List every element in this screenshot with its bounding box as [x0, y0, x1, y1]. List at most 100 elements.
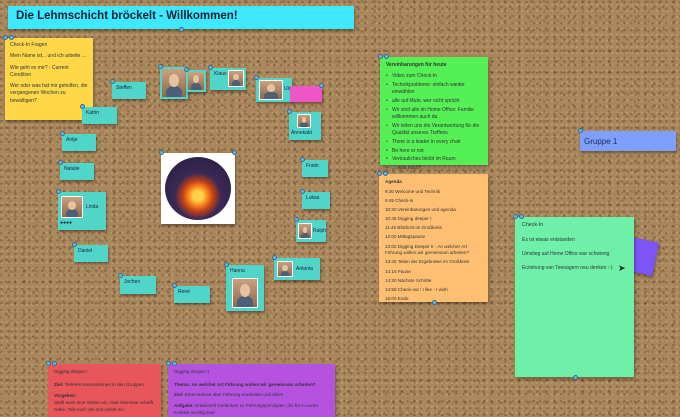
name-label: Antje	[66, 137, 78, 143]
name-label: Natalie	[64, 166, 80, 172]
emoji-reactions: ●●●●	[60, 220, 73, 226]
name-card-antonia[interactable]: Antonia	[272, 255, 320, 280]
vereinbarungen-note[interactable]: Vereinbarungen für heute Video zum Check…	[378, 54, 488, 173]
pin-icon[interactable]	[46, 361, 51, 366]
pin-icon[interactable]	[80, 104, 85, 109]
pin-icon[interactable]	[118, 273, 123, 278]
pin-icon[interactable]	[431, 300, 437, 305]
note-line: Mein Name ist... und ich arbeite ...	[10, 53, 86, 60]
pin-icon[interactable]	[232, 150, 237, 155]
name-label: Klaus	[214, 71, 227, 77]
pin-icon[interactable]	[572, 375, 578, 380]
agenda-item: 15:00 Ende	[385, 296, 409, 302]
pin-icon[interactable]	[179, 27, 184, 32]
pin-icon[interactable]	[300, 189, 305, 194]
pin-icon[interactable]	[159, 150, 164, 155]
name-card-jochen[interactable]: Jochen	[118, 273, 156, 294]
pin-icon[interactable]	[158, 64, 163, 69]
name-card-steffen[interactable]: Steffen	[110, 79, 146, 99]
avatar	[232, 278, 258, 308]
agenda-note[interactable]: Agenda 9:30 Welcome und Technik 9:45 Che…	[377, 171, 488, 305]
pin-icon[interactable]	[208, 65, 213, 70]
pin-icon[interactable]	[319, 83, 324, 88]
note-title: Agenda	[385, 179, 402, 184]
pin-icon[interactable]	[224, 262, 229, 267]
pin-icon[interactable]	[110, 79, 115, 84]
name-card-linda[interactable]: Linda ●●●●	[56, 189, 106, 230]
agenda-item: 12:00 Mittagspause	[385, 234, 426, 240]
avatar	[259, 80, 283, 100]
pin-icon[interactable]	[166, 361, 171, 366]
board-title-text: Die Lehmschicht bröckelt - Willkommen!	[16, 10, 238, 22]
pin-icon[interactable]	[184, 67, 189, 72]
note-line: Erziehung von Teenagern neu denken :-)	[522, 265, 613, 272]
pin-icon[interactable]	[272, 255, 277, 260]
name-label: Katrin	[86, 110, 100, 116]
list-item: There is a leader in every chair	[386, 139, 482, 147]
pin-icon[interactable]	[384, 54, 389, 59]
list-item: alle auf Mute, wer nicht spricht	[386, 98, 482, 106]
name-card-annekatrin[interactable]: Annekatri	[287, 109, 321, 140]
campfire-image-card[interactable]	[159, 150, 237, 224]
photo-card[interactable]	[184, 67, 206, 92]
note-line: Umstieg auf Home Office war schwierig	[522, 250, 610, 257]
pin-icon[interactable]	[513, 214, 518, 219]
name-card-klaus[interactable]: Klaus	[208, 65, 246, 90]
name-card-ulrike[interactable]: Ulrike	[254, 75, 297, 102]
name-card-katrin[interactable]: Katrin	[80, 104, 117, 124]
agenda-item: 11:45 Blitzlicht im Großkreis	[385, 225, 442, 231]
pin-icon[interactable]	[578, 128, 583, 133]
name-card-natalie[interactable]: Natalie	[58, 160, 94, 180]
pin-icon[interactable]	[52, 361, 57, 366]
gruppe-text: Gruppe 1	[584, 137, 618, 146]
pink-card[interactable]	[290, 83, 324, 102]
photo-card[interactable]	[158, 64, 188, 99]
checkin-questions-note[interactable]: Check-In Fragen Mein Name ist... und ich…	[3, 35, 93, 120]
name-card-lukas[interactable]: Lukas	[300, 189, 330, 209]
name-card-daniel[interactable]: Daniel	[72, 242, 108, 262]
agreements-list: Video zum Check-In Technikprobleme: einf…	[386, 73, 482, 172]
pin-icon[interactable]	[72, 242, 77, 247]
gruppe-label[interactable]: Gruppe 1	[578, 128, 676, 151]
name-label: Lukas	[306, 195, 320, 201]
name-card-frank[interactable]: Frank	[300, 157, 328, 177]
name-card-ralph[interactable]: Ralph	[294, 217, 326, 242]
pin-icon[interactable]	[172, 283, 177, 288]
avatar	[277, 261, 293, 277]
digging-deeper-1-note[interactable]: Digging deeper I Ziel: Tieferes Kennenle…	[46, 361, 161, 417]
pin-icon[interactable]	[383, 171, 388, 176]
task-row: Aufgabe: Entwickelt Gedanken zu Führungs…	[174, 403, 329, 416]
agenda-item: 10:30 Vereinbarungen und agenda	[385, 206, 456, 212]
pin-icon[interactable]	[3, 35, 8, 40]
pin-icon[interactable]	[58, 160, 63, 165]
agenda-item: 14:50 Check-out / I like - I wish	[385, 286, 448, 292]
name-card-hanna[interactable]: Hanna	[224, 262, 264, 311]
digging-deeper-2-note[interactable]: Digging deeper II Thema: An welcher Art …	[166, 361, 335, 417]
list-item: Be here or not	[386, 148, 482, 156]
checkin-note[interactable]: Check-In Es ist etwas entstanden Umstieg…	[513, 214, 634, 380]
pin-icon[interactable]	[294, 217, 299, 222]
agenda-item: 14:15 Pause	[385, 268, 411, 274]
goal-label: Ziel:	[54, 381, 64, 387]
pin-icon[interactable]	[9, 35, 14, 40]
board-title[interactable]: Die Lehmschicht bröckelt - Willkommen!	[8, 6, 354, 32]
name-card-rene[interactable]: René	[172, 283, 210, 303]
pin-icon[interactable]	[300, 157, 305, 162]
pin-icon[interactable]	[56, 189, 61, 194]
pin-icon[interactable]	[287, 109, 292, 114]
list-item: Vertrauliches bleibt im Raum	[386, 156, 482, 164]
name-card-antje[interactable]: Antje	[60, 131, 96, 151]
pin-icon[interactable]	[172, 361, 177, 366]
avatar	[298, 223, 312, 239]
name-label: Hanna	[230, 268, 245, 274]
pin-icon[interactable]	[519, 214, 524, 219]
note-line: Wie geht es mir? - Current Condition	[10, 64, 69, 78]
pin-icon[interactable]	[254, 75, 259, 80]
procedure-text: Stellt euch eine Weber ein. Das Interess…	[54, 399, 154, 412]
goal-text: Tieferes Kennenlernen in den Gruppen	[64, 381, 144, 387]
pin-icon[interactable]	[377, 171, 382, 176]
goal-text: Erkenntnisse über Führung erarbeiten und…	[184, 392, 284, 398]
pin-icon[interactable]	[378, 54, 383, 59]
agenda-item: 9:30 Welcome und Technik	[385, 188, 440, 194]
pin-icon[interactable]	[60, 131, 65, 136]
